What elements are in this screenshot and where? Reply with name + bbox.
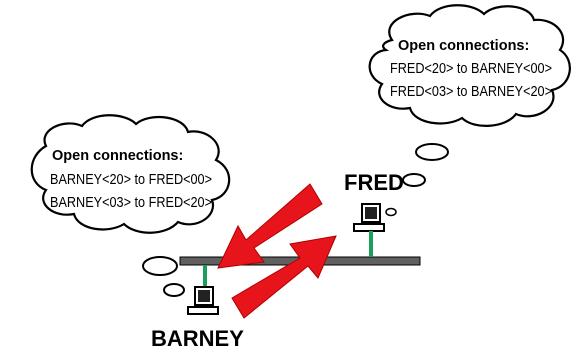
- fred-cloud-title: Open connections:: [398, 38, 529, 54]
- barney-cloud-line-2: BARNEY<03> to FRED<20>: [50, 195, 212, 211]
- arrow-to-fred: [231, 235, 337, 319]
- fred-cloud-line-1: FRED<20> to BARNEY<00>: [390, 61, 552, 77]
- arrow-to-barney: [217, 183, 323, 269]
- barney-cloud-title: Open connections:: [52, 148, 183, 164]
- barney-label: BARNEY: [151, 326, 244, 351]
- barney-computer-icon: [187, 265, 219, 315]
- fred-label: FRED: [344, 170, 404, 195]
- barney-thought-cloud: Open connections: BARNEY<20> to FRED<00>…: [30, 114, 231, 297]
- fred-thought-cloud: Open connections: FRED<20> to BARNEY<00>…: [368, 4, 571, 187]
- fred-cloud-line-2: FRED<03> to BARNEY<20>: [390, 84, 552, 100]
- fred-computer-icon: [353, 203, 397, 257]
- barney-cloud-line-1: BARNEY<20> to FRED<00>: [50, 172, 212, 188]
